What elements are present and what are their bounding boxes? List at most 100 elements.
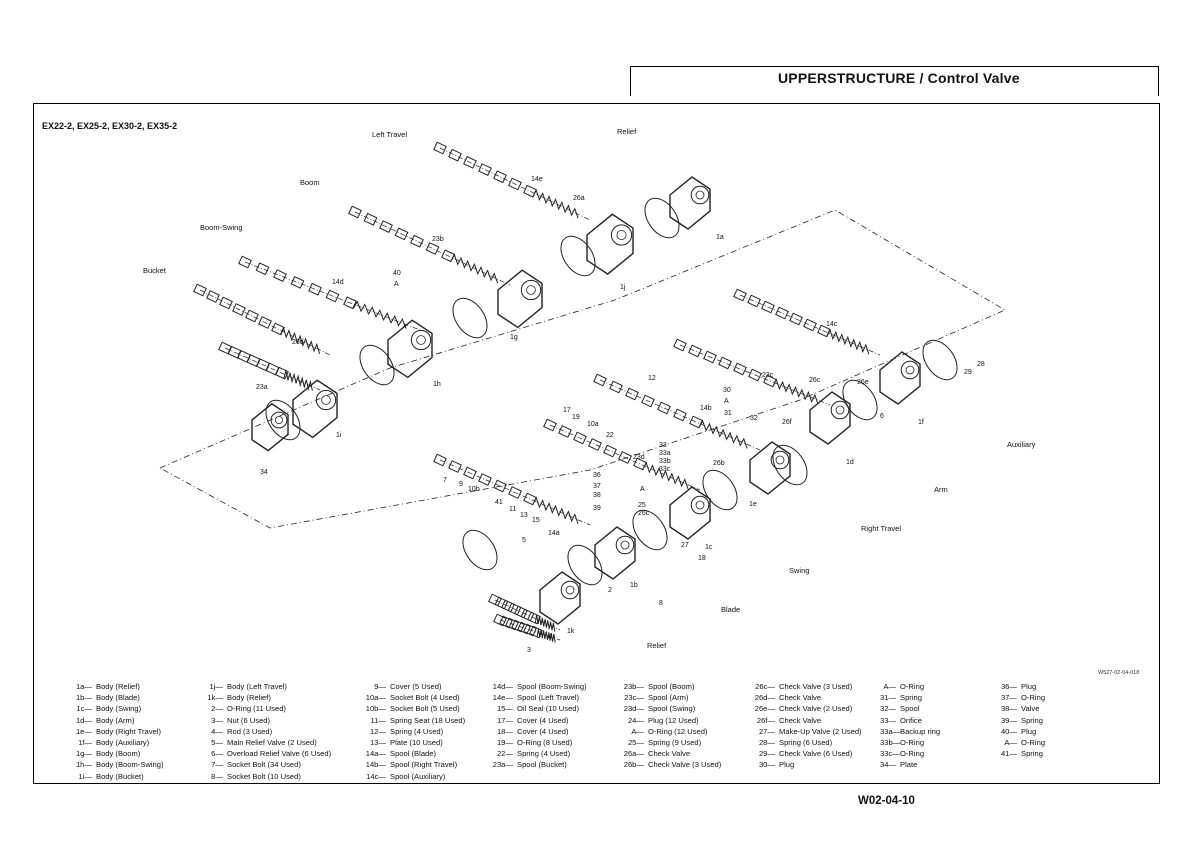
valve-body [251,402,289,452]
o-ring [922,339,958,381]
callout-label: 26e [857,379,869,386]
callout-label: 30 [723,387,731,394]
valve-body [749,441,791,495]
valve-body [669,176,711,230]
legend-item-number: 14c— [366,771,386,781]
spring-coil [450,253,499,284]
legend-item-number: 32— [880,704,897,714]
legend-item-number: 19— [496,738,513,748]
legend-item-text: Spool (Swing) [648,704,696,714]
legend-item-number: 5— [211,738,223,748]
legend-item-number: 39— [1000,715,1017,725]
legend-item-number: 1e— [75,726,92,736]
spring-coil [532,496,579,524]
legend-item: 11—Spring Seat (18 Used) [352,715,466,726]
legend-item: 1c—Body (Swing) [58,703,164,714]
spool-part [609,380,623,394]
spool-part [410,234,424,248]
legend-item-text: Spool (Auxiliary) [390,771,446,781]
section-label: Auxiliary [1007,440,1036,449]
legend-item-number: 23c— [624,693,644,703]
callout-label: 39 [593,505,601,512]
valve-bore [560,580,580,600]
legend-item: 18—Cover (4 Used) [479,726,587,737]
legend-item-text: Body (Relief) [227,693,271,703]
legend-item-number: 30— [758,760,775,770]
valve-bore-inner [526,285,536,295]
legend-item-number: 8— [211,771,223,781]
callout-label: 18 [698,555,706,562]
legend-item-number: 26c— [755,682,775,691]
valve-bore [270,411,288,429]
legend-item-number: 7— [211,760,223,770]
callout-label: 1a [716,234,724,241]
header-rule-left [630,66,631,96]
center-line [439,147,591,221]
callout-label: 2 [608,587,612,594]
spool-part [308,282,322,296]
legend-item-number: 1b— [75,693,92,703]
legend-item-number: 2— [211,704,223,714]
center-line [354,211,511,286]
legend-item: 37—O-Ring [993,692,1045,703]
legend-item-text: Spool (Bucket) [517,760,567,770]
legend-item-text: Nut (6 Used) [227,715,271,725]
spool-part [618,451,632,464]
legend-item-number: 14a— [365,749,386,759]
spool-part [511,619,525,633]
legend-item-number: 1j— [209,682,223,691]
spool-part [747,294,761,308]
legend-item: 24—Plug (12 Used) [610,715,721,726]
legend-item-text: O-Ring [1021,738,1046,748]
spool-part [517,621,531,635]
spool-part [325,289,340,303]
spool-part [493,479,507,493]
spool-part [245,309,259,323]
center-line [679,344,831,406]
o-ring [842,379,878,421]
legend-item-text: Spring [1021,715,1043,725]
spool-part [733,288,747,302]
callout-label: 34 [260,469,268,476]
o-ring [265,399,301,441]
legend-item-number: 6— [211,749,223,759]
legend-item-text: Spool (Boom-Swing) [517,682,587,691]
legend-item: 27—Make-Up Valve (2 Used) [741,726,862,737]
callout-label: 19 [572,414,580,421]
legend-item-text: Plate (10 Used) [390,738,443,748]
spool-part [775,306,789,320]
callout-label: 22 [606,432,614,439]
legend-item: 10a—Socket Bolt (4 Used) [352,692,465,703]
legend-item-number: 33c— [880,749,900,759]
legend-item-text: Body (Relief) [96,682,140,691]
legend-item-number: 33— [880,715,897,725]
legend-item-text: Check Valve (3 Used) [779,682,853,691]
section-label: Relief [617,127,637,136]
callout-label: 1j [620,284,626,291]
valve-body [586,213,634,275]
callout-label: 1f [918,419,924,426]
spool-part [507,602,522,616]
callout-label: 33c [659,466,671,473]
callout-label: 1d [846,459,854,466]
legend-item-text: O-Ring (12 Used) [648,726,708,736]
legend-item-number: 28— [758,738,775,748]
callout-label: 14b [700,405,712,412]
spool-part [543,418,557,432]
legend-item-text: Body (Bucket) [96,771,144,781]
spool-part [493,170,507,184]
legend-item-text: Check Valve [779,693,822,703]
legend-item-text: Cover (4 Used) [517,726,569,736]
legend-item: 41—Spring [993,748,1045,759]
legend-item: 26f—Check Valve [741,715,862,726]
spring-coil [280,326,321,354]
callout-label: 1c [705,544,713,551]
callout-label: 15 [532,517,540,524]
spool-part [494,596,509,610]
valve-bore [900,360,920,380]
figure-frame [33,103,1160,784]
valve-bore-inner [905,365,915,375]
valve-bore [610,224,633,246]
spool-part [508,177,522,191]
